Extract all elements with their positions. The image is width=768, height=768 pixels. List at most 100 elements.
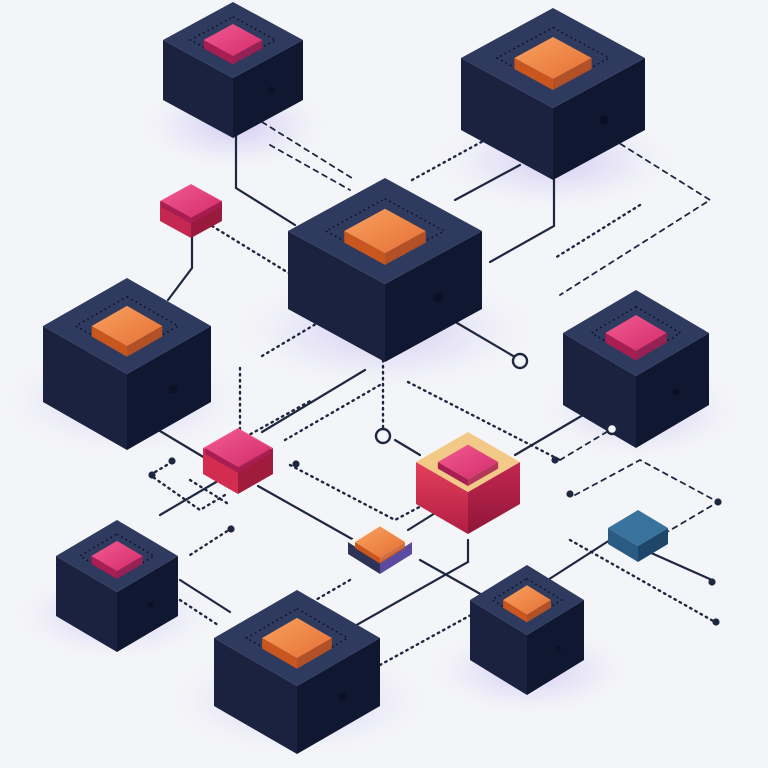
chip-side (91, 326, 127, 357)
chip-top (514, 37, 592, 79)
server-node-center (288, 178, 482, 362)
connection-line (188, 478, 232, 507)
chip-side (91, 556, 117, 580)
cube-right-face (638, 528, 668, 562)
chip-top (344, 208, 426, 254)
wire-endpoint-dot (292, 460, 300, 468)
connection-line (559, 127, 712, 296)
chip-side (514, 58, 553, 90)
teal-block (608, 510, 668, 562)
connection-line (147, 460, 227, 512)
wire-endpoint-dot (712, 618, 720, 626)
connection-line (234, 134, 297, 227)
chip-side (127, 326, 163, 357)
wire-endpoint-dot (714, 498, 722, 506)
chip-icon (74, 295, 180, 357)
cube-right-face (468, 462, 520, 534)
chip-side (205, 448, 238, 473)
chip-side (355, 542, 380, 564)
connection-line (260, 368, 367, 434)
chip-icon (495, 26, 611, 90)
cube-right-face (117, 556, 178, 652)
chip-top (262, 617, 332, 659)
connection-line (393, 438, 422, 457)
chip-top (91, 540, 143, 572)
wire-endpoint-dot (148, 471, 156, 479)
cube-right-face (238, 448, 273, 494)
cube-right-face (385, 231, 482, 362)
chip-icon (324, 197, 446, 265)
chip-top (91, 305, 163, 347)
connection-line (256, 484, 370, 550)
chip-icon (161, 184, 221, 224)
port-dot (433, 292, 444, 303)
chip-side (117, 556, 143, 580)
connection-line (210, 224, 302, 282)
wire-endpoint-dot (566, 490, 574, 498)
port-dot (147, 602, 154, 609)
connection-line (178, 578, 232, 614)
server-node-bottom-left (56, 520, 178, 652)
server-nodes (43, 2, 709, 754)
ring-terminal-icon (374, 427, 392, 445)
chip-icon (490, 577, 564, 623)
ring-terminal-icon (511, 352, 529, 370)
port-dot (338, 692, 347, 702)
server-node-mid-right (563, 290, 709, 448)
connection-line (406, 380, 562, 462)
chip-side (262, 638, 297, 669)
ring-terminal-icon (605, 422, 619, 436)
chip-side (344, 231, 385, 265)
chip-side (527, 600, 551, 623)
cube-left-face (563, 333, 636, 448)
connection-line (378, 608, 482, 667)
chip-side (297, 638, 332, 669)
cube-top-face (608, 510, 668, 546)
connection-line (538, 538, 612, 587)
cube-left-face (56, 556, 117, 652)
cube-left-face (214, 638, 297, 754)
wire-endpoint-dot (708, 578, 716, 586)
chip-side (605, 333, 636, 361)
chip-top (503, 585, 551, 615)
connector-chip-small (348, 522, 412, 574)
chip-top (355, 526, 405, 558)
chip-top (205, 429, 271, 467)
chip-side (238, 448, 271, 473)
server-node-top-left (163, 2, 303, 138)
connector-terminals (148, 352, 722, 626)
cube-left-face (43, 326, 127, 450)
chip-side (468, 462, 499, 486)
wire-endpoint-dot (551, 456, 559, 464)
cube-left-face (461, 58, 553, 180)
port-dot (268, 86, 275, 94)
port-dot (555, 645, 562, 652)
connection-line (283, 383, 382, 442)
connection-line (559, 429, 611, 461)
chip-top (161, 184, 221, 218)
cube-left-face (163, 40, 233, 138)
connection-line (188, 526, 234, 557)
chip-icon (437, 444, 499, 486)
chip-icon (205, 429, 271, 473)
chip-top (203, 24, 263, 56)
port-dot (599, 115, 609, 125)
chip-outline (74, 295, 180, 357)
wire-endpoint-dot (227, 525, 235, 533)
cube-left-face (416, 462, 468, 534)
connection-line (328, 538, 470, 642)
server-node-mid-left (43, 278, 211, 450)
port-dot (169, 385, 178, 394)
chip-icon (188, 15, 278, 65)
chip-top (605, 314, 667, 352)
cube-left-face (608, 528, 638, 562)
connection-line (568, 538, 717, 624)
connection-line (488, 178, 556, 264)
server-node-top-right (461, 8, 645, 180)
chip-icon (78, 533, 156, 580)
cube-left-face (348, 542, 380, 574)
cube-right-face (233, 40, 303, 138)
chip-side (203, 40, 233, 65)
chip-side (161, 201, 191, 224)
